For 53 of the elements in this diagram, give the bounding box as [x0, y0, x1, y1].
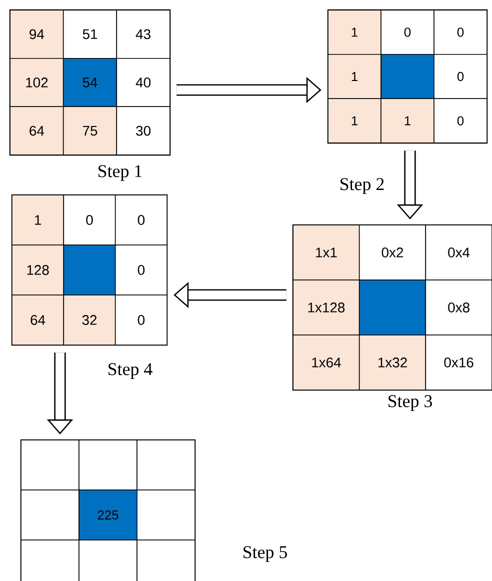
grid-cell	[20, 440, 80, 490]
number-cell: 43	[116, 10, 170, 59]
number-cell: 75	[62, 106, 118, 156]
number-cell: 0	[434, 54, 488, 100]
grid-cell	[78, 440, 138, 490]
grid-cell	[20, 490, 80, 540]
grid-cell	[78, 540, 138, 581]
grid-cell	[380, 54, 434, 100]
number-cell: 128	[12, 244, 64, 296]
node-label: 0x4	[448, 248, 470, 258]
number-cell: 0	[434, 98, 488, 144]
grid-cell	[136, 540, 196, 581]
number-cell: 64	[12, 294, 64, 346]
number-cell: 225	[78, 490, 138, 540]
number-cell: 0x4	[425, 224, 492, 280]
number-cell: 0	[380, 10, 434, 55]
number-cell: 1	[328, 10, 382, 55]
number-cell: 0	[63, 194, 116, 246]
number-cell: 1x128	[292, 280, 360, 336]
number-cell: 32	[63, 294, 116, 346]
number-cell: 0	[434, 10, 488, 55]
step-label: Step 5	[244, 546, 287, 562]
number-cell: 1x32	[358, 334, 426, 390]
number-cell: 40	[116, 58, 170, 108]
grid-cell	[358, 280, 426, 336]
number-cell: 64	[10, 106, 64, 156]
grid-cell	[20, 540, 80, 581]
number-cell: 0x2	[358, 224, 426, 280]
step-label: Step 3	[388, 395, 432, 411]
number-cell: 1	[380, 98, 434, 144]
number-cell: 54	[62, 58, 118, 108]
number-cell: 0	[114, 194, 168, 246]
number-cell: 1	[328, 54, 382, 100]
step-label: Step 2	[340, 178, 384, 194]
number-cell: 30	[116, 106, 170, 156]
step-label: Step 4	[108, 363, 152, 379]
number-cell: 1x64	[292, 334, 360, 390]
number-cell: 0x16	[425, 334, 492, 390]
node-label: 0x8	[448, 302, 470, 312]
grid-cell	[63, 244, 116, 296]
number-cell: 1	[328, 98, 382, 144]
number-cell: 94	[10, 10, 64, 59]
number-cell: 1	[12, 194, 64, 246]
grid-cell	[136, 490, 196, 540]
number-cell: 1x1	[292, 224, 360, 280]
number-cell: 0x8	[425, 280, 492, 336]
number-cell: 102	[10, 58, 64, 108]
step-label: Step 1	[98, 165, 142, 181]
node-label: 0x16	[444, 358, 474, 368]
number-cell: 0	[114, 244, 168, 296]
number-cell: 0	[114, 294, 168, 346]
grid-cell	[136, 440, 196, 490]
number-cell: 51	[62, 10, 118, 59]
